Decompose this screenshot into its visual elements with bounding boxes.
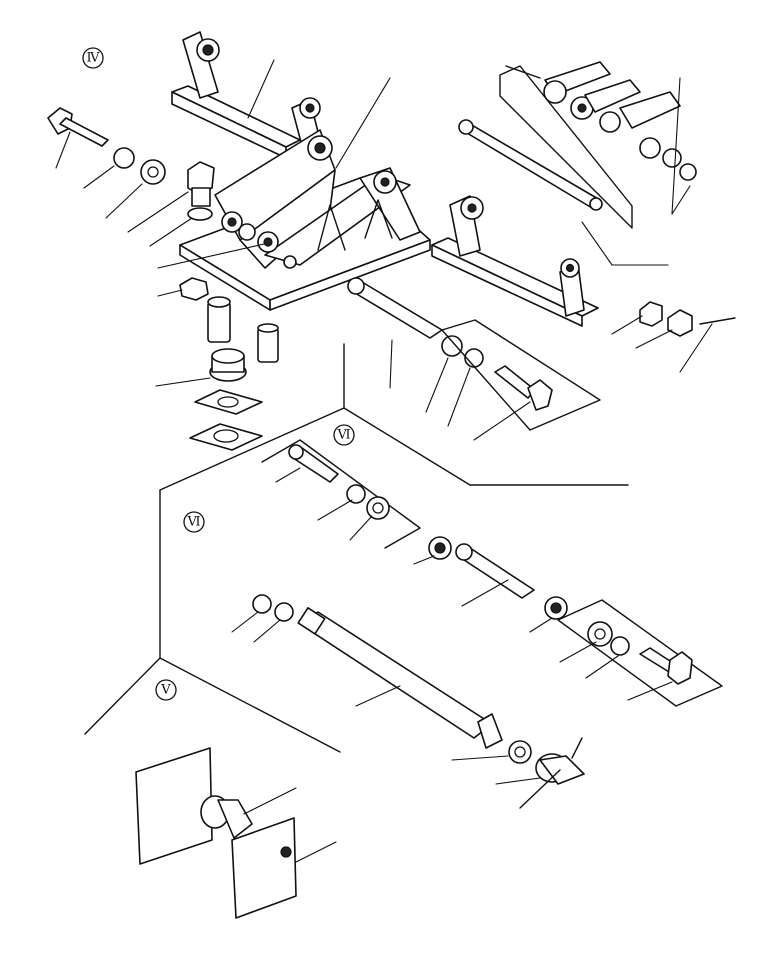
leaders-vi — [231, 467, 673, 785]
panel-left — [135, 747, 213, 865]
section-label-iv-text: Ⅳ — [87, 51, 101, 66]
nut-castle-pin — [639, 301, 736, 337]
right-base-frame — [431, 195, 599, 327]
shaft-mid — [455, 543, 568, 620]
bolt-top-left — [47, 107, 166, 185]
end-cap-with-pin — [519, 737, 585, 809]
section-label-vi-b-text: Ⅵ — [186, 515, 200, 530]
section-label-iv: Ⅳ — [82, 47, 104, 69]
hinge-panel — [499, 61, 697, 229]
knob — [200, 795, 253, 839]
section-v: Ⅴ — [84, 657, 341, 919]
pin-rod-top — [458, 119, 603, 211]
panel-right — [231, 817, 297, 919]
section-label-vi-a: Ⅵ — [333, 424, 355, 446]
leaders-iv — [55, 59, 713, 441]
long-roller — [252, 594, 532, 764]
section-label-v: Ⅴ — [155, 679, 177, 701]
left-base-frame — [171, 31, 321, 159]
section-label-v-text: Ⅴ — [160, 683, 171, 698]
plug-bolt — [187, 161, 215, 221]
middle-shaft — [347, 277, 601, 431]
right-bolt-group — [587, 621, 693, 685]
section-label-vi-a-text: Ⅵ — [336, 428, 350, 443]
bushings — [179, 277, 279, 451]
section-label-vi-b: Ⅵ — [183, 511, 205, 533]
pin-small — [288, 444, 452, 560]
central-bracket — [179, 129, 431, 311]
section-vi: Ⅵ Ⅵ — [159, 343, 723, 809]
section-iv: Ⅳ — [47, 31, 736, 451]
leaders-v — [243, 787, 337, 863]
